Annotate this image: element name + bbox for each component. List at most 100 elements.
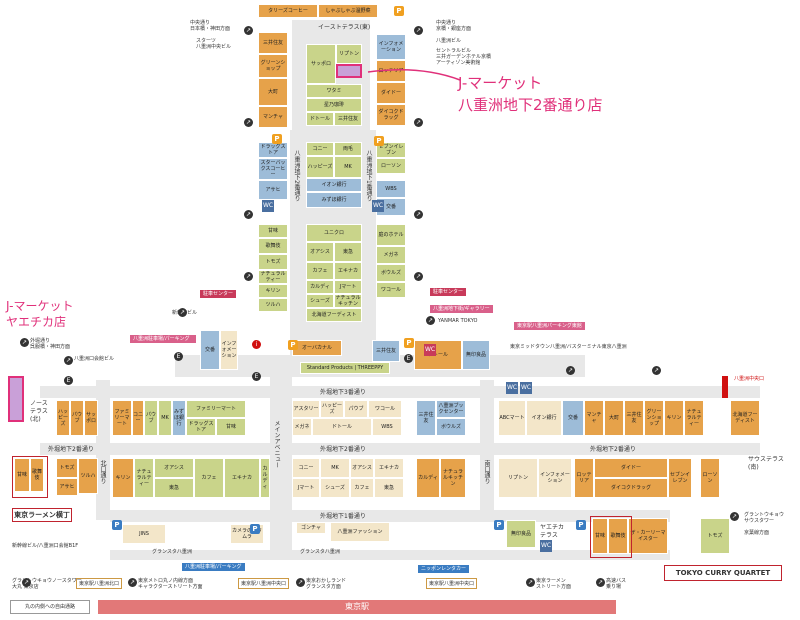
shop-tully[interactable]: タリーズコーヒー (258, 4, 318, 18)
shop-center-13[interactable]: オアシス (306, 242, 334, 262)
shop-f3[interactable]: ロッテリア (574, 458, 594, 498)
shop-top-left-3[interactable]: 大町 (258, 78, 288, 106)
tokyo-curry-label-box[interactable]: TOKYO CURRY QUARTET (664, 565, 782, 581)
shop-top-right-4[interactable]: ダイコクドラッグ (376, 104, 406, 126)
shop-c8[interactable]: 三井住友 (416, 400, 436, 436)
shop-top-left-2[interactable]: グリーンショップ (258, 54, 288, 78)
shop-center-3[interactable]: ワタミ (306, 84, 362, 98)
shop-f1[interactable]: リプトン (498, 458, 538, 498)
shop-c2[interactable]: ハッピーズ (320, 400, 344, 418)
shop-top-right-11[interactable]: ボウルズ (376, 264, 406, 282)
shop-e10[interactable]: 北海道フーディスト (730, 400, 760, 436)
shop-mid-1[interactable]: 交番 (200, 330, 220, 370)
shop-mid-5[interactable]: 無印良品 (462, 340, 490, 370)
tokyo-station-bar[interactable]: 東京駅 (98, 600, 616, 614)
shop-shiseido[interactable]: しゃぶしゃぶ温野菜 (318, 4, 378, 18)
shop-c5[interactable]: メガネ (292, 418, 312, 436)
shop-top-right-12[interactable]: ワコール (376, 282, 406, 298)
shop-d3[interactable]: オアシス (350, 458, 374, 478)
shop-e4[interactable]: マンチャ (584, 400, 604, 436)
shop-top-left-11[interactable]: ナチュラルティー (258, 270, 288, 284)
shop-f5[interactable]: ダイコクドラッグ (594, 478, 668, 498)
shop-top-left-9[interactable]: 歌舞伎 (258, 238, 288, 254)
shop-left-2[interactable]: パウブ (70, 400, 84, 436)
shop-center-8[interactable]: 両毛 (334, 142, 362, 156)
shop-c4[interactable]: ワコール (368, 400, 402, 418)
shop-row-a3[interactable]: パウブ (144, 400, 158, 436)
shop-ramen-5[interactable]: ツルハ (78, 458, 98, 494)
shop-e8[interactable]: キリン (664, 400, 684, 436)
shop-d10[interactable]: ナチュラルキッチン (440, 458, 466, 498)
shop-center-2[interactable]: リプトン (336, 44, 362, 64)
shop-jins[interactable]: JINS (122, 524, 166, 544)
shop-row-b3[interactable]: オアシス (154, 458, 194, 478)
shop-f2[interactable]: インフォメーション (538, 458, 572, 498)
shop-f4[interactable]: ダイドー (594, 458, 668, 478)
shop-d6[interactable]: シューズ (320, 478, 350, 498)
shop-curry-1[interactable]: 甘味 (592, 518, 608, 554)
shop-top-right-1[interactable]: インフォメーション (376, 34, 406, 60)
shop-lawson[interactable]: ローソン (376, 158, 406, 174)
shop-aeon[interactable]: イオン銀行 (306, 178, 362, 192)
gate-1[interactable]: 東京駅八重洲北口 (76, 578, 123, 589)
shop-top-left-4[interactable]: マンチャ (258, 106, 288, 128)
shop-e6[interactable]: 三井住友 (624, 400, 644, 436)
shop-standard[interactable]: Standard Products | THREEPPY (300, 362, 390, 374)
shop-d7[interactable]: カフェ (350, 478, 374, 498)
shop-top-right-7[interactable]: WBS (376, 180, 406, 198)
shop-center-9[interactable]: ハッピーズ (306, 156, 334, 178)
shop-d4[interactable]: エキナカ (374, 458, 404, 478)
shop-center-18[interactable]: Jマート (334, 280, 362, 294)
shop-e1[interactable]: ABCマート (498, 400, 526, 436)
shop-starbucks[interactable]: スターバックスコーヒー (258, 158, 288, 180)
shop-center-19[interactable]: シューズ (306, 294, 334, 308)
shop-ramen-1[interactable]: 甘味 (14, 458, 30, 492)
shop-zeirasu[interactable]: ザ・カーリーマイスター (628, 518, 668, 554)
shop-top-left-12[interactable]: キリン (258, 284, 288, 298)
shop-gongcha[interactable]: ゴンチャ (296, 522, 326, 534)
shop-top-left-8[interactable]: 甘味 (258, 224, 288, 238)
shop-f6[interactable]: セブンイレブン (668, 458, 692, 498)
shop-left-3[interactable]: サッポロ (84, 400, 98, 436)
shop-mid-3[interactable]: 三井住友 (372, 340, 400, 362)
shop-row-a7[interactable]: 甘味 (216, 418, 246, 436)
shop-uniqlo[interactable]: ユニクロ (306, 224, 362, 242)
jmarket-yaesu-highlight[interactable] (336, 64, 362, 78)
shop-mid-4[interactable]: ドトール (414, 340, 462, 370)
shop-top-left-13[interactable]: ツルハ (258, 298, 288, 312)
shop-row-a4[interactable]: MK (158, 400, 172, 436)
shop-mizuho[interactable]: みずほ銀行 (306, 192, 362, 208)
gate-3[interactable]: 東京駅八重洲中央口 (426, 578, 478, 589)
shop-top-left-10[interactable]: トモズ (258, 254, 288, 270)
shop-top-left-5[interactable]: ドラッグストア (258, 142, 288, 158)
tokyo-ramen-label-box[interactable]: 東京ラーメン横丁 (12, 508, 72, 522)
shop-hokkaido[interactable]: 北海道フーディスト (306, 308, 362, 322)
shop-ohbachi[interactable]: オーバカナル (292, 340, 342, 356)
shop-curry-4[interactable]: トモズ (700, 518, 730, 554)
shop-yaechika-1[interactable]: 無印良品 (506, 520, 536, 548)
shop-top-right-5[interactable]: セブンイレブン (376, 142, 406, 158)
shop-center-15[interactable]: カフェ (306, 262, 334, 280)
shop-f7[interactable]: ローソン (700, 458, 720, 498)
shop-c9[interactable]: 八重洲ブックセンター (436, 400, 466, 418)
maru-passage-box[interactable]: 丸の内側への自由通路 (10, 600, 90, 614)
shop-c1[interactable]: アスタリー (292, 400, 320, 418)
shop-ramen-4[interactable]: アサヒ (56, 478, 78, 496)
shop-center-5[interactable]: ドトール (306, 112, 334, 126)
shop-e7[interactable]: グリーンショップ (644, 400, 664, 436)
shop-e2[interactable]: イオン銀行 (526, 400, 562, 436)
shop-row-a5[interactable]: みずほ銀行 (172, 400, 186, 436)
shop-center-14[interactable]: 東急 (334, 242, 362, 262)
shop-curry-2[interactable]: 歌舞伎 (608, 518, 628, 554)
shop-yaesufashion[interactable]: 八重洲ファッション (330, 522, 390, 542)
shop-d8[interactable]: 東急 (374, 478, 404, 498)
shop-row-b7[interactable]: カルディ (260, 458, 270, 498)
shop-mid-2[interactable]: インフォメーション (220, 330, 238, 370)
shop-row-b2[interactable]: ナチュラルティー (134, 458, 154, 498)
shop-c6[interactable]: ドトール (312, 418, 372, 436)
shop-c7[interactable]: WBS (372, 418, 402, 436)
shop-center-16[interactable]: エキナカ (334, 262, 362, 280)
shop-e3[interactable]: 交番 (562, 400, 584, 436)
shop-ramen-2[interactable]: 歌舞伎 (30, 458, 44, 492)
shop-top-right-10[interactable]: メガネ (376, 246, 406, 264)
